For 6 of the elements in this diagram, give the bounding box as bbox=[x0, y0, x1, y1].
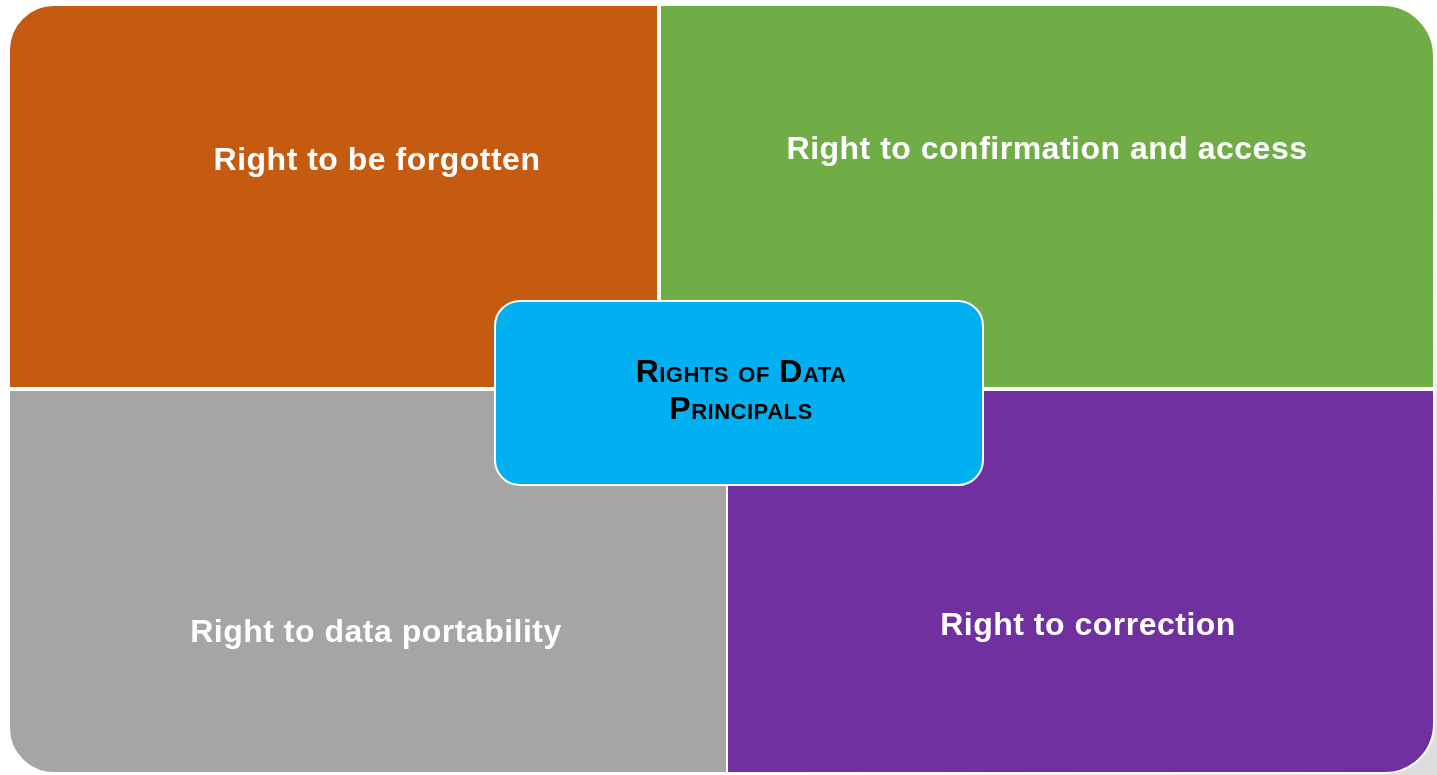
center-box bbox=[494, 300, 984, 486]
panel-title: Rights of Data Principals bbox=[634, 353, 848, 427]
panel-title: Right to data portability bbox=[190, 612, 562, 650]
panel-title: Right to confirmation and access bbox=[786, 129, 1308, 167]
panel-title: Right to be forgotten bbox=[213, 140, 541, 178]
panel-title: Right to correction bbox=[940, 605, 1236, 643]
